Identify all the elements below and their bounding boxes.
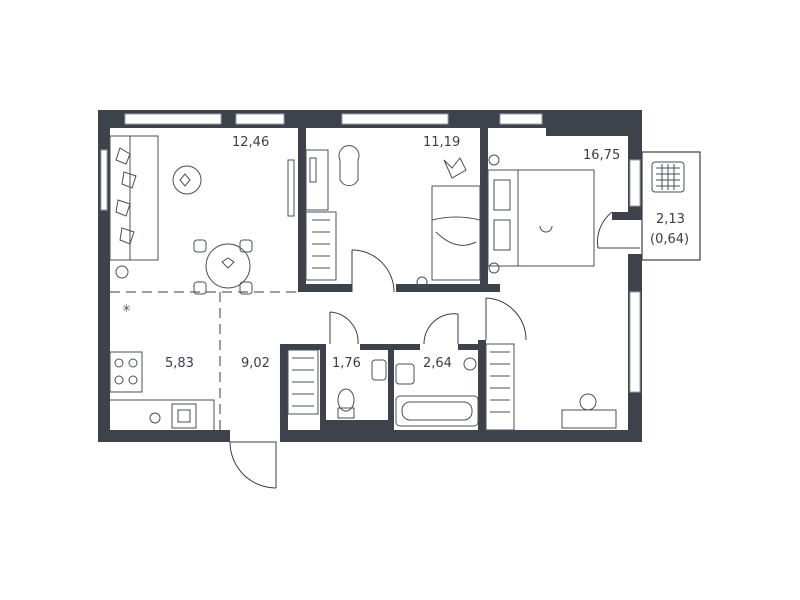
desk-icon bbox=[305, 145, 360, 211]
rug-icon bbox=[172, 165, 202, 195]
wardrobe-icon bbox=[305, 211, 337, 281]
sofa-icon bbox=[109, 135, 159, 261]
wardrobe-icon bbox=[485, 343, 515, 431]
bathroom-furniture bbox=[287, 349, 479, 427]
interior-walls bbox=[280, 128, 642, 442]
windows bbox=[100, 113, 641, 393]
stove-icon bbox=[109, 351, 143, 393]
lamp-icon bbox=[115, 265, 129, 279]
balcony-reduced-area-label: (0,64) bbox=[650, 232, 690, 247]
exterior-walls bbox=[98, 110, 642, 442]
tv-stand-icon bbox=[287, 159, 295, 217]
hallway-wardrobe-icon bbox=[287, 349, 319, 415]
counter-icon bbox=[110, 399, 215, 430]
bed-icon bbox=[431, 185, 481, 281]
zone-separators bbox=[110, 291, 298, 430]
bathtub-icon bbox=[395, 395, 479, 427]
hallway-area-label: 9,02 bbox=[241, 356, 270, 371]
small-bedroom-furniture bbox=[305, 145, 481, 288]
living-room-area-label: 12,46 bbox=[232, 135, 270, 150]
bedroom-small-area-label: 11,19 bbox=[423, 135, 461, 150]
plant-icon bbox=[443, 157, 467, 179]
sink-icon bbox=[371, 359, 415, 385]
living-room-furniture bbox=[109, 135, 295, 295]
laundry-basket-icon bbox=[651, 161, 685, 193]
dining-table-icon bbox=[193, 239, 253, 295]
washing-machine-icon bbox=[463, 357, 477, 371]
kitchen-furniture: ✳ bbox=[109, 302, 215, 430]
bedroom-large-area-label: 16,75 bbox=[583, 148, 621, 163]
balcony-area-label: 2,13 bbox=[656, 212, 685, 227]
svg-text:✳: ✳ bbox=[122, 302, 131, 315]
double-bed-icon bbox=[487, 169, 595, 267]
kitchen-area-label: 5,83 bbox=[165, 356, 194, 371]
bathroom-area-label: 2,64 bbox=[423, 356, 452, 371]
balcony bbox=[641, 151, 701, 261]
large-bedroom-furniture bbox=[485, 154, 617, 431]
toilet-area-label: 1,76 bbox=[332, 356, 361, 371]
doors bbox=[229, 211, 640, 489]
toilet-icon bbox=[337, 388, 355, 419]
desk-icon bbox=[561, 393, 617, 429]
